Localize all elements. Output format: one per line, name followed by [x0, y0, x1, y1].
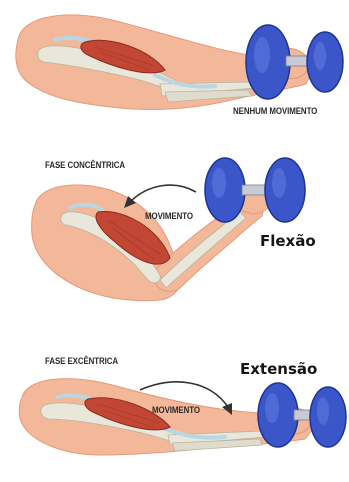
arm-illustration: [0, 0, 349, 150]
panel-extension: FASE EXCÊNTRICA MOVIMENTO Extensão: [0, 315, 349, 477]
no-movement-label: NENHUM MOVIMENTO: [233, 106, 317, 116]
flexion-title: Flexão: [260, 232, 316, 250]
arm-illustration: [0, 315, 349, 477]
forearm-bone: [160, 212, 246, 288]
concentric-phase-label: FASE CONCÊNTRICA: [45, 160, 125, 170]
panel-flexion: FASE CONCÊNTRICA MOVIMENTO Flexão: [0, 150, 349, 315]
extension-title: Extensão: [240, 360, 317, 378]
eccentric-phase-label: FASE EXCÊNTRICA: [45, 356, 118, 366]
dumbbell-icon: [246, 25, 343, 99]
movement-label: MOVIMENTO: [145, 211, 193, 221]
movement-label: MOVIMENTO: [152, 405, 200, 415]
panel-rest: NENHUM MOVIMENTO: [0, 0, 349, 150]
